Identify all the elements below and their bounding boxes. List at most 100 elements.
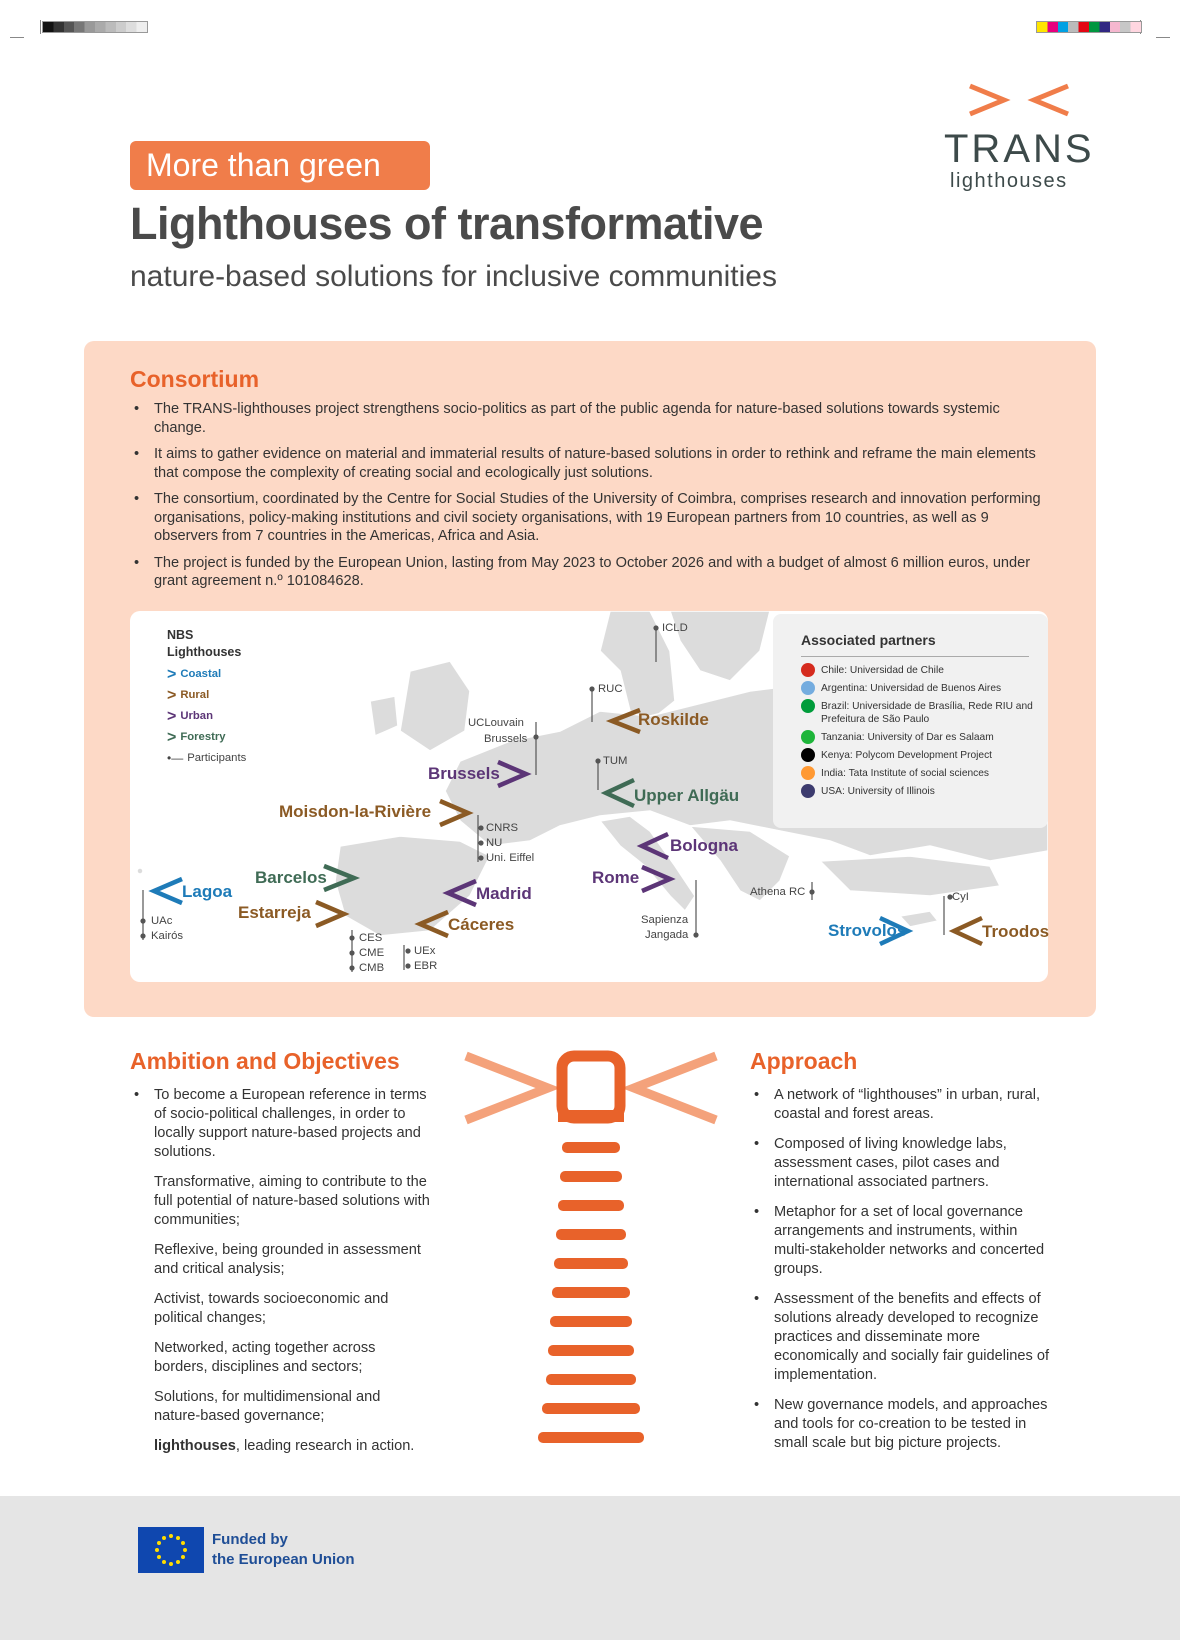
lighthouse-troodos: Troodos (982, 922, 1050, 941)
map-legend: NBS Lighthouses >Coastal >Rural >Urban >… (167, 627, 246, 769)
color-bar (1036, 21, 1142, 33)
divider (801, 656, 1029, 657)
list-item: The project is funded by the European Un… (130, 554, 1050, 591)
approach-heading: Approach (750, 1048, 858, 1074)
list-item: Solutions, for multidimensional and natu… (154, 1389, 381, 1424)
lighthouse-brussels: Brussels (428, 764, 500, 783)
participant-cme: CME (359, 947, 385, 959)
list-item: Activist, towards socioeconomic and poli… (154, 1291, 389, 1326)
list-item: Kenya: Polycom Development Project (801, 748, 1037, 762)
crop-mark (1156, 37, 1170, 38)
participant-ces: CES (359, 932, 383, 944)
legend-heading: NBS (167, 628, 194, 642)
participant-jangada: Jangada (645, 929, 689, 941)
list-item: Assessment of the benefits and effects o… (750, 1290, 1050, 1385)
associated-partners-heading: Associated partners (801, 632, 936, 648)
participant-icld: ICLD (662, 622, 688, 634)
partner-label: USA: University of Illinois (821, 786, 935, 797)
legend-item-urban: >Urban (167, 706, 246, 727)
lighthouse-moisdon: Moisdon-la-Rivière (279, 802, 432, 821)
legend-label: Rural (180, 689, 210, 701)
list-item: It aims to gather evidence on material a… (130, 445, 1050, 482)
lighthouse-bologna: Bologna (670, 836, 738, 855)
participant-ebr: EBR (414, 960, 438, 972)
partner-label: Argentina: Universidad de Buenos Aires (821, 683, 1002, 694)
participant-uni-eiffel: Uni. Eiffel (486, 852, 535, 864)
list-item: Composed of living knowledge labs, asses… (750, 1135, 1050, 1192)
lighthouse-roskilde: Roskilde (638, 710, 709, 729)
lighthouse-estarreja: Estarreja (238, 903, 311, 922)
list-item: Metaphor for a set of local governance a… (750, 1203, 1050, 1279)
logo-chevrons-icon (969, 83, 1069, 117)
participant-cyi: CyI (952, 891, 969, 903)
lighthouse-illustration-icon (464, 1050, 718, 1443)
list-item: New governance models, and approaches an… (750, 1396, 1050, 1453)
list-item: Networked, acting together across border… (154, 1340, 376, 1375)
page-title: Lighthouses of transformative (130, 198, 764, 249)
eu-flag-icon (138, 1527, 204, 1573)
list-item: Brazil: Universidade de Brasília, Rede R… (801, 699, 1037, 726)
lighthouse-lagoa: Lagoa (182, 882, 233, 901)
list-item: Argentina: Universidad de Buenos Aires (801, 681, 1037, 695)
participant-ruc: RUC (598, 683, 623, 695)
participant-pin-icon: •— (167, 751, 184, 765)
lighthouse-madrid: Madrid (476, 884, 532, 903)
associated-partners-panel: Associated partners Chile: Universidad d… (773, 614, 1048, 828)
grayscale-bar (42, 21, 148, 33)
crop-mark (40, 20, 41, 34)
partner-label: India: Tata Institute of social sciences (821, 768, 989, 779)
chevron-right-icon: > (167, 708, 177, 725)
kenya-flag-icon (801, 748, 815, 762)
brazil-flag-icon (801, 699, 815, 713)
legend-item-forestry: >Forestry (167, 727, 246, 748)
legend-item-coastal: >Coastal (167, 664, 246, 685)
lighthouse-strovolos: Strovolos (828, 921, 907, 940)
ambition-list: To become a European reference in terms … (130, 1086, 430, 1467)
partner-label: Brazil: Universidade de Brasília, Rede R… (821, 701, 1033, 725)
partner-label: Chile: Universidad de Chile (821, 665, 944, 676)
tanzania-flag-icon (801, 730, 815, 744)
funded-line-1: Funded by (212, 1531, 288, 1548)
list-item: Chile: Universidad de Chile (801, 663, 1037, 677)
consortium-heading: Consortium (130, 366, 260, 392)
chevron-right-icon: > (167, 729, 177, 746)
lighthouse-barcelos: Barcelos (255, 868, 327, 887)
legend-label: Participants (187, 752, 247, 764)
partner-label: Kenya: Polycom Development Project (821, 750, 993, 761)
participant-sapienza: Sapienza (641, 914, 689, 926)
associated-partners-list: Chile: Universidad de Chile Argentina: U… (801, 663, 1037, 803)
chile-flag-icon (801, 663, 815, 677)
participant-kairos: Kairós (151, 930, 184, 942)
argentina-flag-icon (801, 681, 815, 695)
logo-wordmark: TRANS (944, 127, 1095, 171)
legend-item-rural: >Rural (167, 685, 246, 706)
ambition-heading: Ambition and Objectives (130, 1048, 400, 1074)
funded-line-2: the European Union (212, 1551, 355, 1568)
list-item: USA: University of Illinois (801, 784, 1037, 798)
chevron-right-icon: > (167, 666, 177, 683)
approach-list: A network of “lighthouses” in urban, rur… (750, 1086, 1050, 1464)
list-item: The TRANS-lighthouses project strengthen… (130, 400, 1050, 437)
usa-flag-icon (801, 784, 815, 798)
lighthouse-caceres: Cáceres (448, 915, 515, 934)
list-item: A network of “lighthouses” in urban, rur… (750, 1086, 1050, 1124)
list-item: To become a European reference in terms … (130, 1086, 430, 1162)
lighthouse-upper-allgau: Upper Allgäu (634, 786, 740, 805)
crop-mark (10, 37, 24, 38)
logo-subtitle: lighthouses (950, 170, 1068, 192)
list-item: The consortium, coordinated by the Centr… (130, 490, 1050, 546)
chevron-right-icon: > (167, 687, 177, 704)
lighthouse-rome: Rome (592, 868, 640, 887)
participant-uac: UAc (151, 915, 173, 927)
legend-item-participants: •—Participants (167, 748, 246, 769)
list-item: lighthouses, leading research in action. (130, 1437, 430, 1456)
tagline-badge: More than green (130, 141, 430, 190)
legend-label: Forestry (180, 731, 226, 743)
participant-cmb: CMB (359, 962, 385, 974)
legend-label: Urban (180, 710, 213, 722)
funded-by-label: Funded by the European Union (212, 1530, 355, 1570)
participant-athena-rc: Athena RC (750, 886, 806, 898)
page-subtitle: nature-based solutions for inclusive com… (130, 260, 777, 293)
bold-term: lighthouses (154, 1438, 236, 1454)
participant-brussels: Brussels (484, 733, 528, 745)
